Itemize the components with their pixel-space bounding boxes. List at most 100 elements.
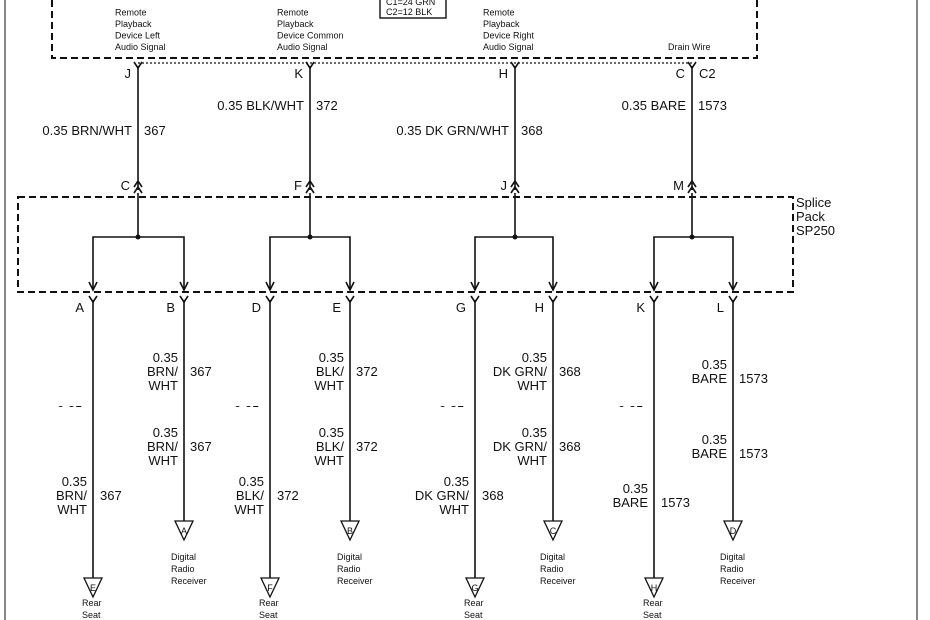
signal-label: Device Right xyxy=(483,31,535,41)
wire-circuit-number: 1573 xyxy=(698,98,727,113)
wire-label: BARE xyxy=(692,371,728,386)
signal-label: Playback xyxy=(483,19,520,29)
connector-info-c2: C2=12 BLK xyxy=(386,7,432,17)
branch-arrow-icon xyxy=(728,281,738,292)
splice-branch xyxy=(653,236,734,290)
wire-gauge-color: 0.35 BLK/WHT xyxy=(217,98,304,113)
wire-label: WHT xyxy=(148,378,178,393)
wire-circuit-number: 372 xyxy=(356,439,378,454)
wire-gauge-color: 0.35 DK GRN/WHT xyxy=(396,123,509,138)
wire-label: 0.35 xyxy=(62,474,87,489)
output-pin-label: A xyxy=(75,300,84,315)
wire-circuit-number: 368 xyxy=(559,364,581,379)
pin-label: K xyxy=(294,66,303,81)
output-pin-label: B xyxy=(166,300,175,315)
signal-label: Audio Signal xyxy=(277,42,328,52)
signal-label: Audio Signal xyxy=(115,42,166,52)
branch-arrow-icon xyxy=(649,281,659,292)
output-pin-label: K xyxy=(636,300,645,315)
rear-seat-ref: H xyxy=(651,583,658,593)
wire-label: 0.35 xyxy=(153,350,178,365)
connector-id: C2 xyxy=(699,66,716,81)
wire-label: 0.35 xyxy=(522,425,547,440)
pin-label: J xyxy=(125,66,132,81)
wire-label: WHT xyxy=(439,502,469,517)
splice-node xyxy=(135,234,141,240)
wire-label: 0.35 xyxy=(444,474,469,489)
wire-label: 0.35 xyxy=(623,481,648,496)
output-pin-label: D xyxy=(252,300,261,315)
wire-circuit-number: 372 xyxy=(356,364,378,379)
rear-seat-label: Seat xyxy=(464,610,483,620)
receiver-label: Digital xyxy=(540,552,565,562)
pin-label: H xyxy=(499,66,508,81)
wire-label: BARE xyxy=(613,495,649,510)
rear-seat-label: Seat xyxy=(643,610,662,620)
terminal-triangle-icon xyxy=(259,577,281,599)
wire-circuit-number: 1573 xyxy=(739,446,768,461)
wire-label-partial: 0.35 xyxy=(439,403,464,418)
branch-arrow-icon xyxy=(265,281,275,292)
receiver-ref: B xyxy=(347,526,353,536)
signal-label: Drain Wire xyxy=(668,42,711,52)
receiver-label: Radio xyxy=(540,564,564,574)
terminal-triangle-icon xyxy=(82,577,104,599)
wire-circuit-number: 368 xyxy=(521,123,543,138)
output-pin-label: G xyxy=(456,300,466,315)
rear-seat-label: Seat xyxy=(259,610,278,620)
branch-arrow-icon xyxy=(179,281,189,292)
branch-arrow-icon xyxy=(88,281,98,292)
splice-input-pin: F xyxy=(294,178,302,193)
partial-wire-label: 0.35 xyxy=(57,403,82,407)
signal-label: Device Left xyxy=(115,31,161,41)
rear-seat-label: Rear xyxy=(259,598,279,608)
wire-label: WHT xyxy=(234,502,264,517)
wire-circuit-number: 1573 xyxy=(739,371,768,386)
connector-info-c1: C1=24 GRN xyxy=(386,0,435,7)
rear-seat-label: Rear xyxy=(82,598,102,608)
wire-label: DK GRN/ xyxy=(415,488,470,503)
wire-label: WHT xyxy=(517,453,547,468)
signal-label: Device Common xyxy=(277,31,344,41)
receiver-ref: C xyxy=(550,526,557,536)
receiver-label: Radio xyxy=(171,564,195,574)
splice-branch xyxy=(92,236,185,290)
splice-branch xyxy=(474,236,554,290)
branch-arrow-icon xyxy=(345,281,355,292)
pin-label: C xyxy=(676,66,685,81)
wire-circuit-number: 367 xyxy=(190,439,212,454)
receiver-label: Digital xyxy=(171,552,196,562)
partial-wire-label: 0.35 xyxy=(234,403,259,407)
wire-label: BLK/ xyxy=(316,439,345,454)
receiver-ref: A xyxy=(181,526,187,536)
receiver-ref: D xyxy=(730,526,737,536)
splice-node xyxy=(307,234,313,240)
wire-circuit-number: 368 xyxy=(559,439,581,454)
wire-circuit-number: 367 xyxy=(100,488,122,503)
radio-module-outline xyxy=(51,0,758,59)
signal-label: Playback xyxy=(277,19,314,29)
wire-label: WHT xyxy=(314,378,344,393)
wire-circuit-number: 372 xyxy=(277,488,299,503)
rear-seat-label: Rear xyxy=(464,598,484,608)
splice-node xyxy=(512,234,518,240)
partial-wire-label: 0.35 xyxy=(439,403,464,418)
signal-label: Remote xyxy=(483,8,515,18)
splice-input-pin: M xyxy=(673,178,684,193)
wire-circuit-number: 368 xyxy=(482,488,504,503)
receiver-label: Receiver xyxy=(171,576,207,586)
wire-label: 0.35 xyxy=(239,474,264,489)
wire-label: BLK/ xyxy=(236,488,265,503)
wire-gauge-color: 0.35 BRN/WHT xyxy=(42,123,132,138)
branch-arrow-icon xyxy=(470,281,480,292)
splice-input-arrow-icon xyxy=(510,179,520,194)
receiver-label: Receiver xyxy=(720,576,756,586)
splice-input-arrow-icon xyxy=(687,179,697,194)
rear-seat-ref: E xyxy=(90,583,96,593)
connector-info-box xyxy=(379,0,447,19)
wire-label: 0.35 xyxy=(702,357,727,372)
signal-label: Audio Signal xyxy=(483,42,534,52)
splice-pack-outline xyxy=(17,196,794,293)
